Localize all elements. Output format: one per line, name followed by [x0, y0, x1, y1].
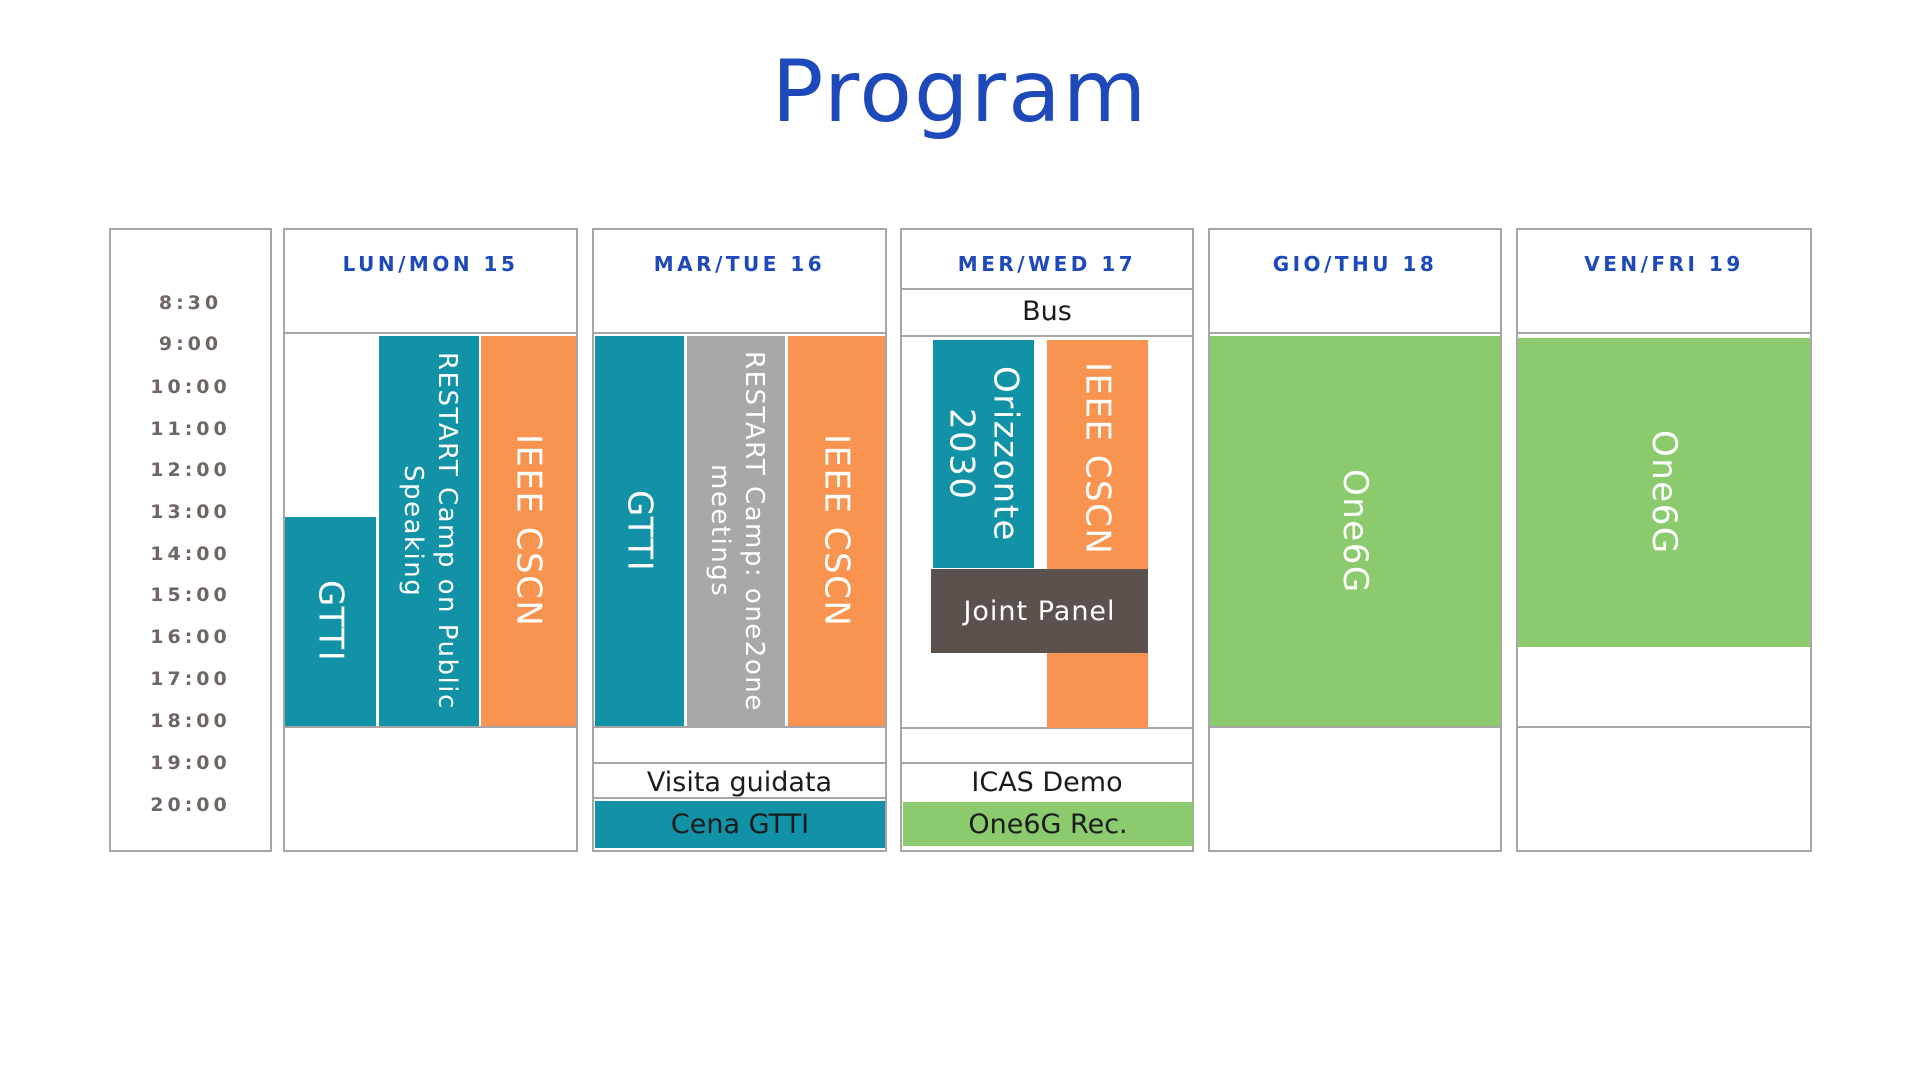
event-joint-panel[interactable]: Joint Panel	[931, 569, 1148, 653]
day-header-wed: MER/WED 17	[957, 252, 1137, 276]
event-icas-demo[interactable]: ICAS Demo	[971, 767, 1123, 798]
grid-line	[1518, 332, 1810, 334]
event-visita-guidata[interactable]: Visita guidata	[646, 767, 833, 798]
event-one6g-rec[interactable]: One6G Rec.	[903, 802, 1193, 846]
day-column-mon: LUN/MON 15 GTTI RESTART Camp on Public S…	[283, 228, 578, 852]
time-tick: 11:00	[150, 418, 231, 440]
event-restart-camp-one2one[interactable]: RESTART Camp: one2one meetings	[687, 336, 785, 726]
time-tick: 19:00	[150, 752, 231, 774]
time-tick: 12:00	[150, 459, 231, 481]
grid-line	[1210, 726, 1500, 728]
event-restart-camp-public-speaking[interactable]: RESTART Camp on Public Speaking	[379, 336, 479, 726]
time-tick: 15:00	[150, 584, 231, 606]
grid-line	[594, 332, 885, 334]
event-label: GTTI	[619, 489, 660, 573]
time-tick: 16:00	[150, 626, 231, 648]
event-label: IEEE CSCN	[508, 434, 549, 628]
day-header-thu: GIO/THU 18	[1272, 252, 1438, 276]
grid-line	[594, 726, 885, 728]
day-header-mon: LUN/MON 15	[342, 252, 519, 276]
event-ieee-cscn-mon[interactable]: IEEE CSCN	[481, 336, 576, 726]
day-header-fri: VEN/FRI 19	[1584, 252, 1744, 276]
grid-line	[902, 335, 1192, 337]
day-column-thu: GIO/THU 18 One6G	[1208, 228, 1502, 852]
event-label: Joint Panel	[963, 595, 1116, 627]
time-tick: 13:00	[150, 501, 231, 523]
page-title: Program	[771, 42, 1149, 142]
day-header-tue: MAR/TUE 16	[653, 252, 826, 276]
event-gtti-tue[interactable]: GTTI	[595, 336, 684, 726]
event-label: Cena GTTI	[670, 809, 810, 840]
event-label: One6G Rec.	[968, 808, 1128, 840]
time-tick: 8:30	[158, 292, 223, 314]
time-axis-column: 8:30 9:00 10:00 11:00 12:00 13:00 14:00 …	[109, 228, 272, 852]
event-label: IEEE CSCN	[1077, 362, 1118, 556]
grid-line	[902, 288, 1192, 290]
event-orizzonte-2030[interactable]: Orizzonte 2030	[933, 340, 1034, 568]
event-label: One6G	[1644, 430, 1685, 555]
grid-line	[1210, 332, 1500, 334]
event-label: Orizzonte 2030	[941, 366, 1026, 542]
day-column-fri: VEN/FRI 19 One6G	[1516, 228, 1812, 852]
event-gtti-mon[interactable]: GTTI	[285, 517, 376, 726]
day-column-wed: MER/WED 17 Bus Orizzonte 2030 IEEE CSCN …	[900, 228, 1194, 852]
event-label: RESTART Camp on Public Speaking	[398, 352, 462, 710]
event-one6g-fri[interactable]: One6G	[1518, 338, 1810, 647]
time-tick: 14:00	[150, 543, 231, 565]
time-tick: 20:00	[150, 794, 231, 816]
grid-line	[594, 797, 885, 799]
grid-line	[1518, 726, 1810, 728]
event-cena-gtti[interactable]: Cena GTTI	[595, 801, 885, 848]
time-tick: 17:00	[150, 668, 231, 690]
day-column-tue: MAR/TUE 16 GTTI RESTART Camp: one2one me…	[592, 228, 887, 852]
grid-line	[902, 762, 1192, 764]
time-tick: 10:00	[150, 376, 231, 398]
event-ieee-cscn-tue[interactable]: IEEE CSCN	[788, 336, 885, 726]
event-label: One6G	[1335, 468, 1376, 594]
event-ieee-cscn-wed[interactable]: IEEE CSCN	[1047, 340, 1148, 728]
event-bus[interactable]: Bus	[1022, 296, 1072, 327]
event-one6g-thu[interactable]: One6G	[1210, 336, 1500, 726]
event-label: GTTI	[310, 580, 351, 663]
event-label: IEEE CSCN	[816, 434, 857, 628]
event-label: RESTART Camp: one2one meetings	[705, 350, 769, 712]
grid-line	[902, 727, 1192, 729]
time-tick: 9:00	[158, 333, 223, 355]
grid-line	[594, 762, 885, 764]
grid-line	[285, 726, 576, 728]
time-tick: 18:00	[150, 710, 231, 732]
grid-line	[285, 332, 576, 334]
